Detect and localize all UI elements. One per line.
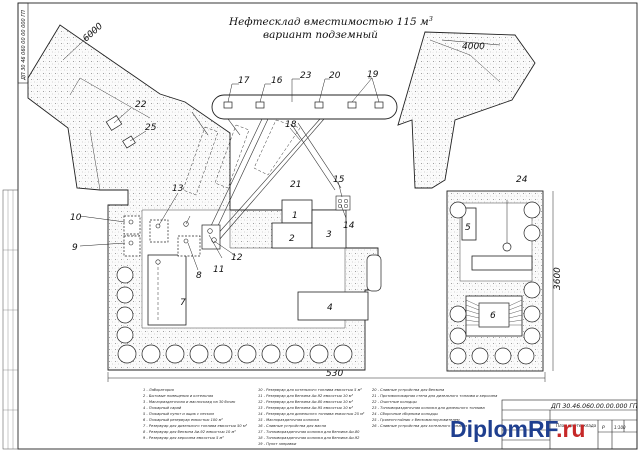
callout-12: 12 (231, 253, 243, 263)
legend-item-22: 22 - Очистные колодцы (372, 400, 417, 404)
callout-17: 17 (238, 76, 250, 86)
side-stamp-strip (2, 189, 19, 450)
tank-10 (123, 215, 141, 235)
legend-item-2: 2 - Бытовые помещения и котельная (143, 394, 214, 398)
tree-row-left (116, 266, 353, 364)
canopy-strip (211, 94, 398, 120)
callout-1: 1 (292, 211, 298, 221)
callout-13: 13 (172, 184, 184, 194)
fire-post-5 (461, 207, 477, 241)
callout-22: 22 (135, 100, 147, 110)
callout-10: 10 (70, 213, 82, 223)
callout-16: 16 (271, 76, 283, 86)
callout-18: 18 (285, 120, 297, 130)
oil-dispenser-15 (335, 195, 351, 211)
tank-7-diesel (147, 254, 187, 326)
building-4-fire-shed (297, 291, 369, 321)
callout-14: 14 (343, 221, 355, 231)
legend-item-24: 24 - Сборочные сборники колодцы (372, 412, 438, 416)
callout-3: 3 (326, 230, 332, 240)
callout-11: 11 (213, 265, 224, 275)
callout-24: 24 (516, 175, 528, 185)
watermark: DiplomRF.ru (450, 416, 585, 442)
drawing-subtitle: вариант подземный (263, 29, 378, 41)
legend-item-13: 13 - Резервуар для бензина Аи-95 емкость… (258, 406, 353, 410)
legend-item-21: 21 - Противопожарная стена для дизельног… (372, 394, 497, 398)
callout-9: 9 (72, 243, 78, 253)
legend-item-18: 18 - Топливораздаточная колонка для бенз… (258, 436, 360, 440)
tank-9 (123, 235, 141, 257)
title-block-scale: 1:100 (614, 425, 626, 430)
building-2-household (271, 222, 313, 249)
leader-lines (79, 77, 380, 271)
collector-well-24 (502, 242, 512, 252)
legend-item-26: 26 - Сливные устройства для котельного т… (372, 424, 467, 428)
callout-15: 15 (333, 175, 345, 185)
legend-item-14: 14 - Резервуар для дизельного топлива ем… (258, 412, 365, 416)
dimension-right-width: 4000 (462, 42, 485, 52)
callout-numbers: 1 2 3 4 5 6 7 8 9 10 11 12 13 14 15 16 1… (70, 70, 528, 321)
well-25 (122, 135, 136, 149)
legend-item-23: 23 - Топливораздаточная колонка для дизе… (372, 406, 485, 410)
legend-item-1: 1 - Лаборатория (143, 388, 175, 392)
tank-11-12 (201, 224, 221, 250)
callout-25: 25 (145, 123, 157, 133)
callout-23: 23 (300, 71, 312, 81)
callout-8: 8 (196, 271, 202, 281)
legend-item-3: 3 - Маслораздаточная и маслосклад на 30 … (143, 400, 236, 404)
legend-item-7: 7 - Резервуар для дизельного топлива емк… (143, 424, 248, 428)
dimension-overall-length: 530 (326, 369, 343, 379)
callout-4: 4 (327, 303, 333, 313)
legend-item-15: 15 - Маслораздаточная колонка (258, 418, 319, 422)
legend-item-5: 5 - Пожарный пункт и ящик с песком (143, 412, 214, 416)
hatched-pipes (182, 119, 301, 196)
legend-item-19: 19 - Пункт заправки (258, 442, 297, 446)
title-block-title: План нефтесклада (556, 423, 597, 428)
legend-item-12: 12 - Резервуар для бензина Аи-80 емкость… (258, 400, 353, 404)
dimension-left-width: 6000 (81, 21, 105, 44)
pipelines (191, 111, 342, 241)
side-kiosk (366, 254, 382, 292)
legend: 1 - Лаборатория 2 - Бытовые помещения и … (143, 388, 497, 446)
legend-item-16: 16 - Сливные устройства для масла (258, 424, 326, 428)
legend-item-25: 25 - Грязеотстойник с бензомаслоуловител… (372, 418, 460, 422)
code-box (17, 2, 29, 84)
fire-tank-collector-24 (471, 255, 533, 271)
callout-7: 7 (180, 298, 186, 308)
callout-5: 5 (465, 223, 471, 233)
legend-item-4: 4 - Пожарный сарай (143, 406, 182, 410)
legend-item-6: 6 - Пожарный резервуар емкостью 100 м³ (143, 418, 223, 422)
tank-13 (149, 219, 169, 243)
title-block-code: ДП 30.46.060.00.00.000 ГП (550, 403, 638, 410)
legend-item-20: 20 - Сливные устройства для бензина (372, 388, 444, 392)
drawing-title: Нефтесклад вместимостью 115 м3 (228, 15, 433, 28)
tree-row-right (449, 201, 541, 365)
building-3-oil-storage (311, 209, 347, 249)
title-block-sheet: Р (602, 425, 605, 431)
legend-item-11: 11 - Резервуар для бензина Аи-92 емкость… (258, 394, 353, 398)
callout-20: 20 (329, 71, 341, 81)
dimension-right-height: 3600 (553, 267, 563, 290)
legend-item-9: 9 - Резервуар для керосина емкостью 5 м³ (143, 436, 224, 440)
callout-19: 19 (367, 70, 379, 80)
site-fill-right (397, 31, 536, 189)
title-block (501, 399, 638, 450)
legend-item-8: 8 - Резервуар для бензина Аи-92 емкостью… (143, 430, 236, 434)
callout-21: 21 (290, 180, 301, 190)
legend-item-10: 10 - Резервуар для котельного топлива ем… (258, 388, 362, 392)
code-box-text: ДП 30 46 060 00 00 000 ГП (21, 10, 27, 81)
legend-item-17: 17 - Топливораздаточная колонка для бенз… (258, 430, 360, 434)
callout-2: 2 (289, 234, 295, 244)
callout-6: 6 (490, 311, 496, 321)
